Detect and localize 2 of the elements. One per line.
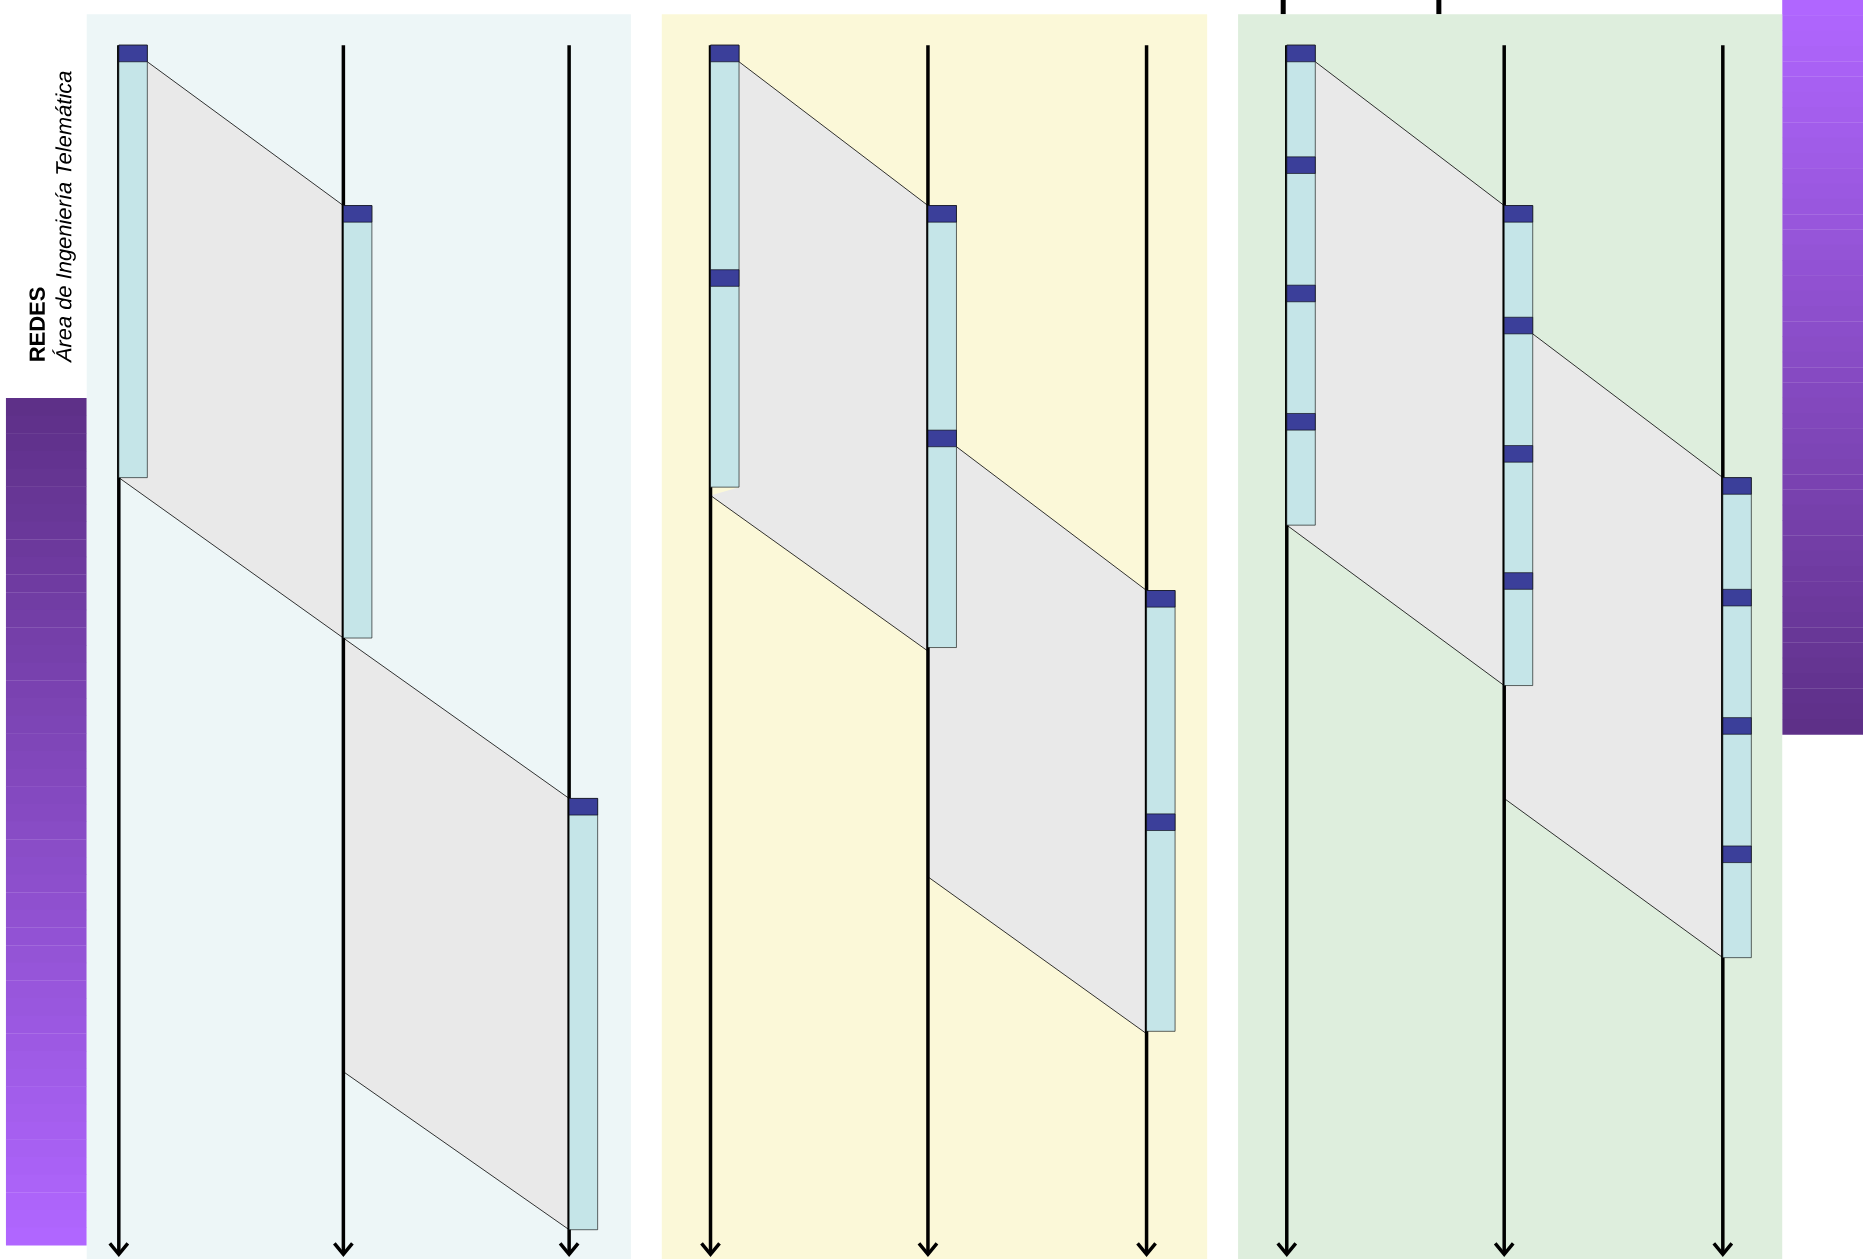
title-text: REDES [29, 287, 45, 361]
subtitle-text: Área de Ingeniería Telemática [52, 71, 76, 363]
